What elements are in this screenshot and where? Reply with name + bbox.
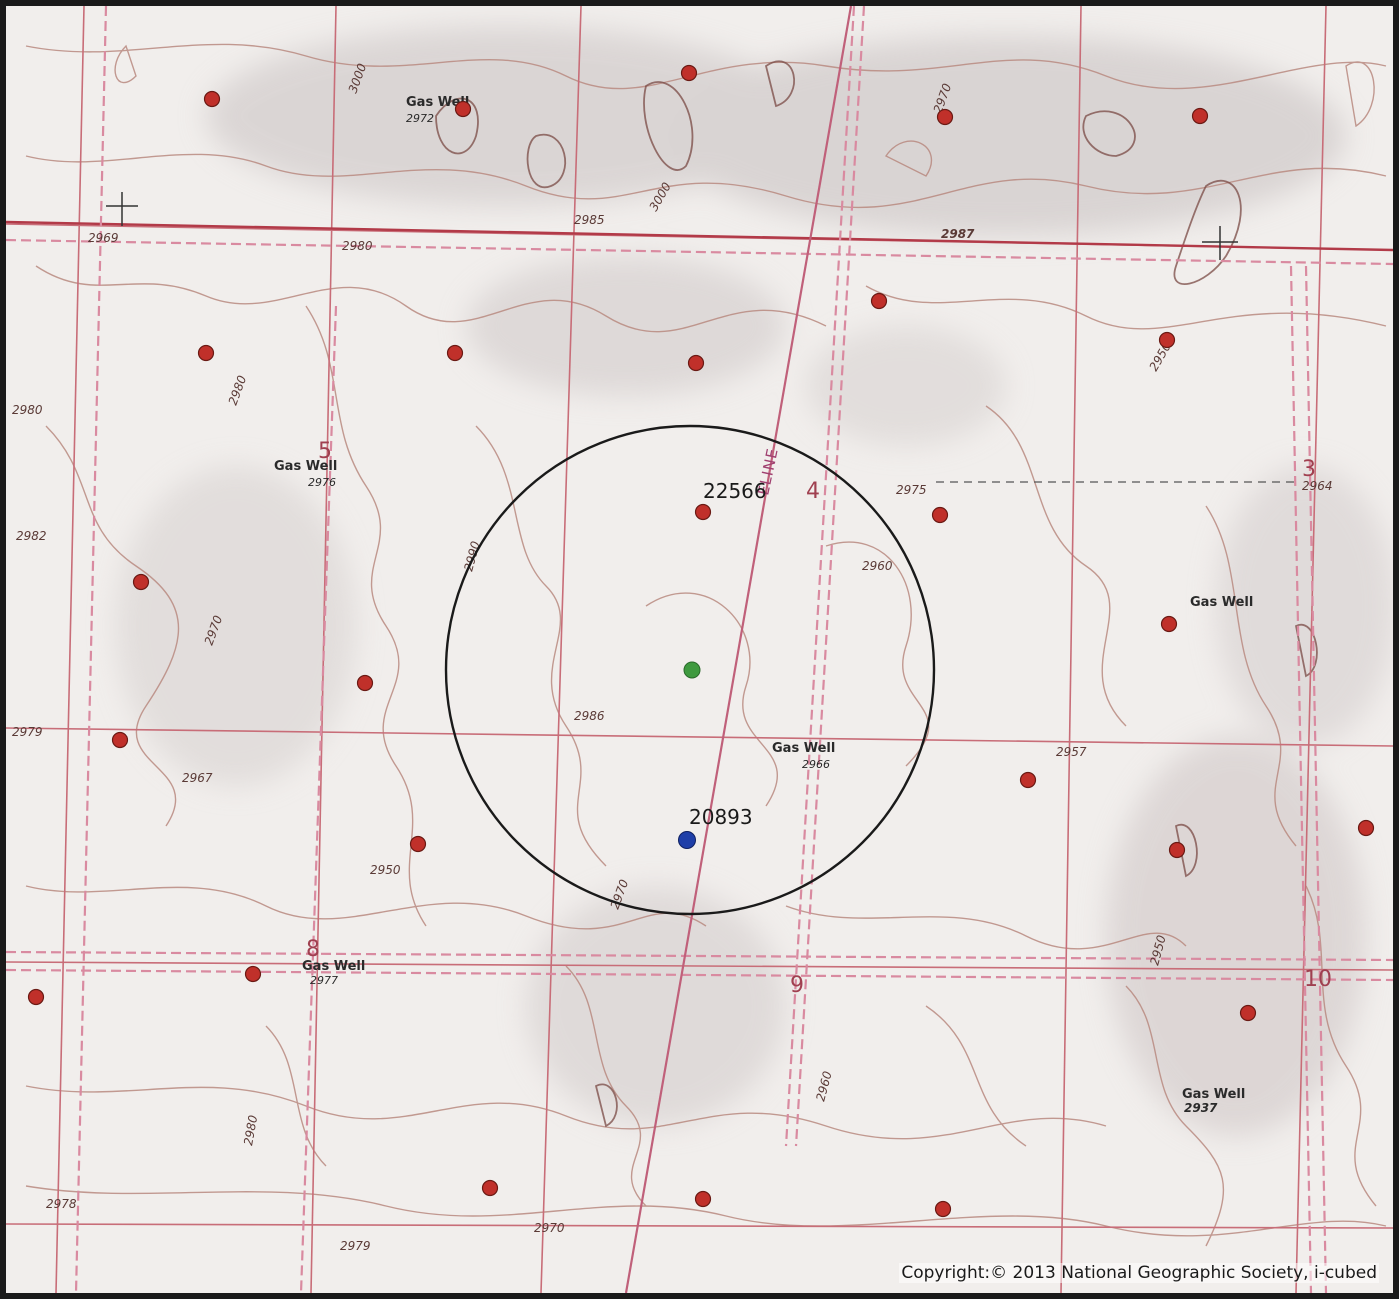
well-marker[interactable]	[694, 503, 712, 521]
elevation-label: 2964	[1302, 479, 1333, 493]
elevation-label: 2987	[941, 227, 975, 241]
well-marker[interactable]	[244, 965, 262, 983]
gas-well-elevation: 2972	[406, 112, 434, 125]
elevation-label: 2980	[12, 403, 43, 417]
elevation-label: 2978	[46, 1197, 77, 1211]
gas-well-label: Gas Well	[302, 959, 365, 974]
elevation-label: 2967	[182, 771, 213, 785]
well-marker[interactable]	[409, 835, 427, 853]
site-id-label: 20893	[689, 805, 753, 829]
well-marker[interactable]	[870, 292, 888, 310]
well-marker[interactable]	[481, 1179, 499, 1197]
well-marker[interactable]	[931, 506, 949, 524]
well-marker[interactable]	[446, 344, 464, 362]
well-markers[interactable]	[27, 64, 1375, 1218]
copyright-text: Copyright:© 2013 National Geographic Soc…	[899, 1263, 1379, 1283]
gas-well-label: Gas Well	[406, 95, 469, 110]
section-number: 5	[318, 439, 332, 464]
target-marker[interactable]	[683, 661, 701, 679]
well-marker[interactable]	[111, 731, 129, 749]
section-number: 4	[806, 479, 820, 504]
pipeline	[624, 6, 853, 1293]
well-marker[interactable]	[1168, 841, 1186, 859]
well-marker[interactable]	[936, 108, 954, 126]
buffer-circle	[444, 424, 936, 916]
well-marker[interactable]	[197, 344, 215, 362]
elevation-label: 2980	[226, 373, 250, 407]
target-id-label: 22566	[703, 479, 767, 503]
gas-well-elevation: 2966	[802, 758, 830, 771]
elevation-label: 2980	[241, 1114, 260, 1147]
well-marker[interactable]	[132, 573, 150, 591]
elevation-label: 2960	[813, 1069, 835, 1102]
elevation-label: 2985	[574, 213, 605, 227]
elevation-label: 2979	[12, 725, 43, 739]
well-marker[interactable]	[1191, 107, 1209, 125]
gas-well-label: Gas Well	[772, 741, 835, 756]
well-marker[interactable]	[454, 100, 472, 118]
well-marker[interactable]	[1160, 615, 1178, 633]
well-marker[interactable]	[356, 674, 374, 692]
well-marker[interactable]	[680, 64, 698, 82]
elevation-label: 2975	[896, 483, 927, 497]
elevation-label: 2979	[340, 1239, 371, 1253]
elevation-label: 2986	[574, 709, 605, 723]
elevation-label: 2957	[1056, 745, 1087, 759]
dashed-roads	[6, 6, 1393, 1293]
elevation-label: 2970	[534, 1221, 565, 1235]
well-marker[interactable]	[1158, 331, 1176, 349]
section-number: 9	[790, 973, 804, 998]
gas-well-label: Gas Well	[1190, 595, 1253, 610]
gas-well-label: Gas Well	[1182, 1087, 1245, 1102]
well-marker[interactable]	[694, 1190, 712, 1208]
well-marker[interactable]	[1239, 1004, 1257, 1022]
contour-features	[435, 60, 1318, 1128]
well-marker[interactable]	[203, 90, 221, 108]
gas-well-elevation: 2937	[1184, 1101, 1218, 1115]
gas-well-elevation: 2976	[308, 476, 336, 489]
gas-well-elevation: 2977	[310, 974, 338, 987]
elevation-label: 2969	[88, 231, 119, 245]
well-marker[interactable]	[1357, 819, 1375, 837]
elevation-label: 2980	[342, 239, 373, 253]
section-number: 3	[1302, 457, 1316, 482]
elevation-label: 2960	[862, 559, 893, 573]
section-numbers: 5 4 3 8 9 10	[306, 439, 1332, 998]
section-line-main	[6, 220, 1393, 252]
well-marker[interactable]	[687, 354, 705, 372]
gas-well-label: Gas Well	[274, 459, 337, 474]
elevation-label: 2982	[16, 529, 47, 543]
well-marker[interactable]	[934, 1200, 952, 1218]
elevation-label: 2950	[370, 863, 401, 877]
site-marker[interactable]	[678, 831, 696, 849]
section-number: 8	[306, 937, 320, 962]
section-number: 10	[1304, 967, 1332, 992]
survey-crosses	[106, 192, 1238, 260]
gas-well-labels: Gas Well 2972 Gas Well 2976 Gas Well 296…	[274, 95, 1253, 1115]
well-marker[interactable]	[1019, 771, 1037, 789]
well-marker[interactable]	[27, 988, 45, 1006]
